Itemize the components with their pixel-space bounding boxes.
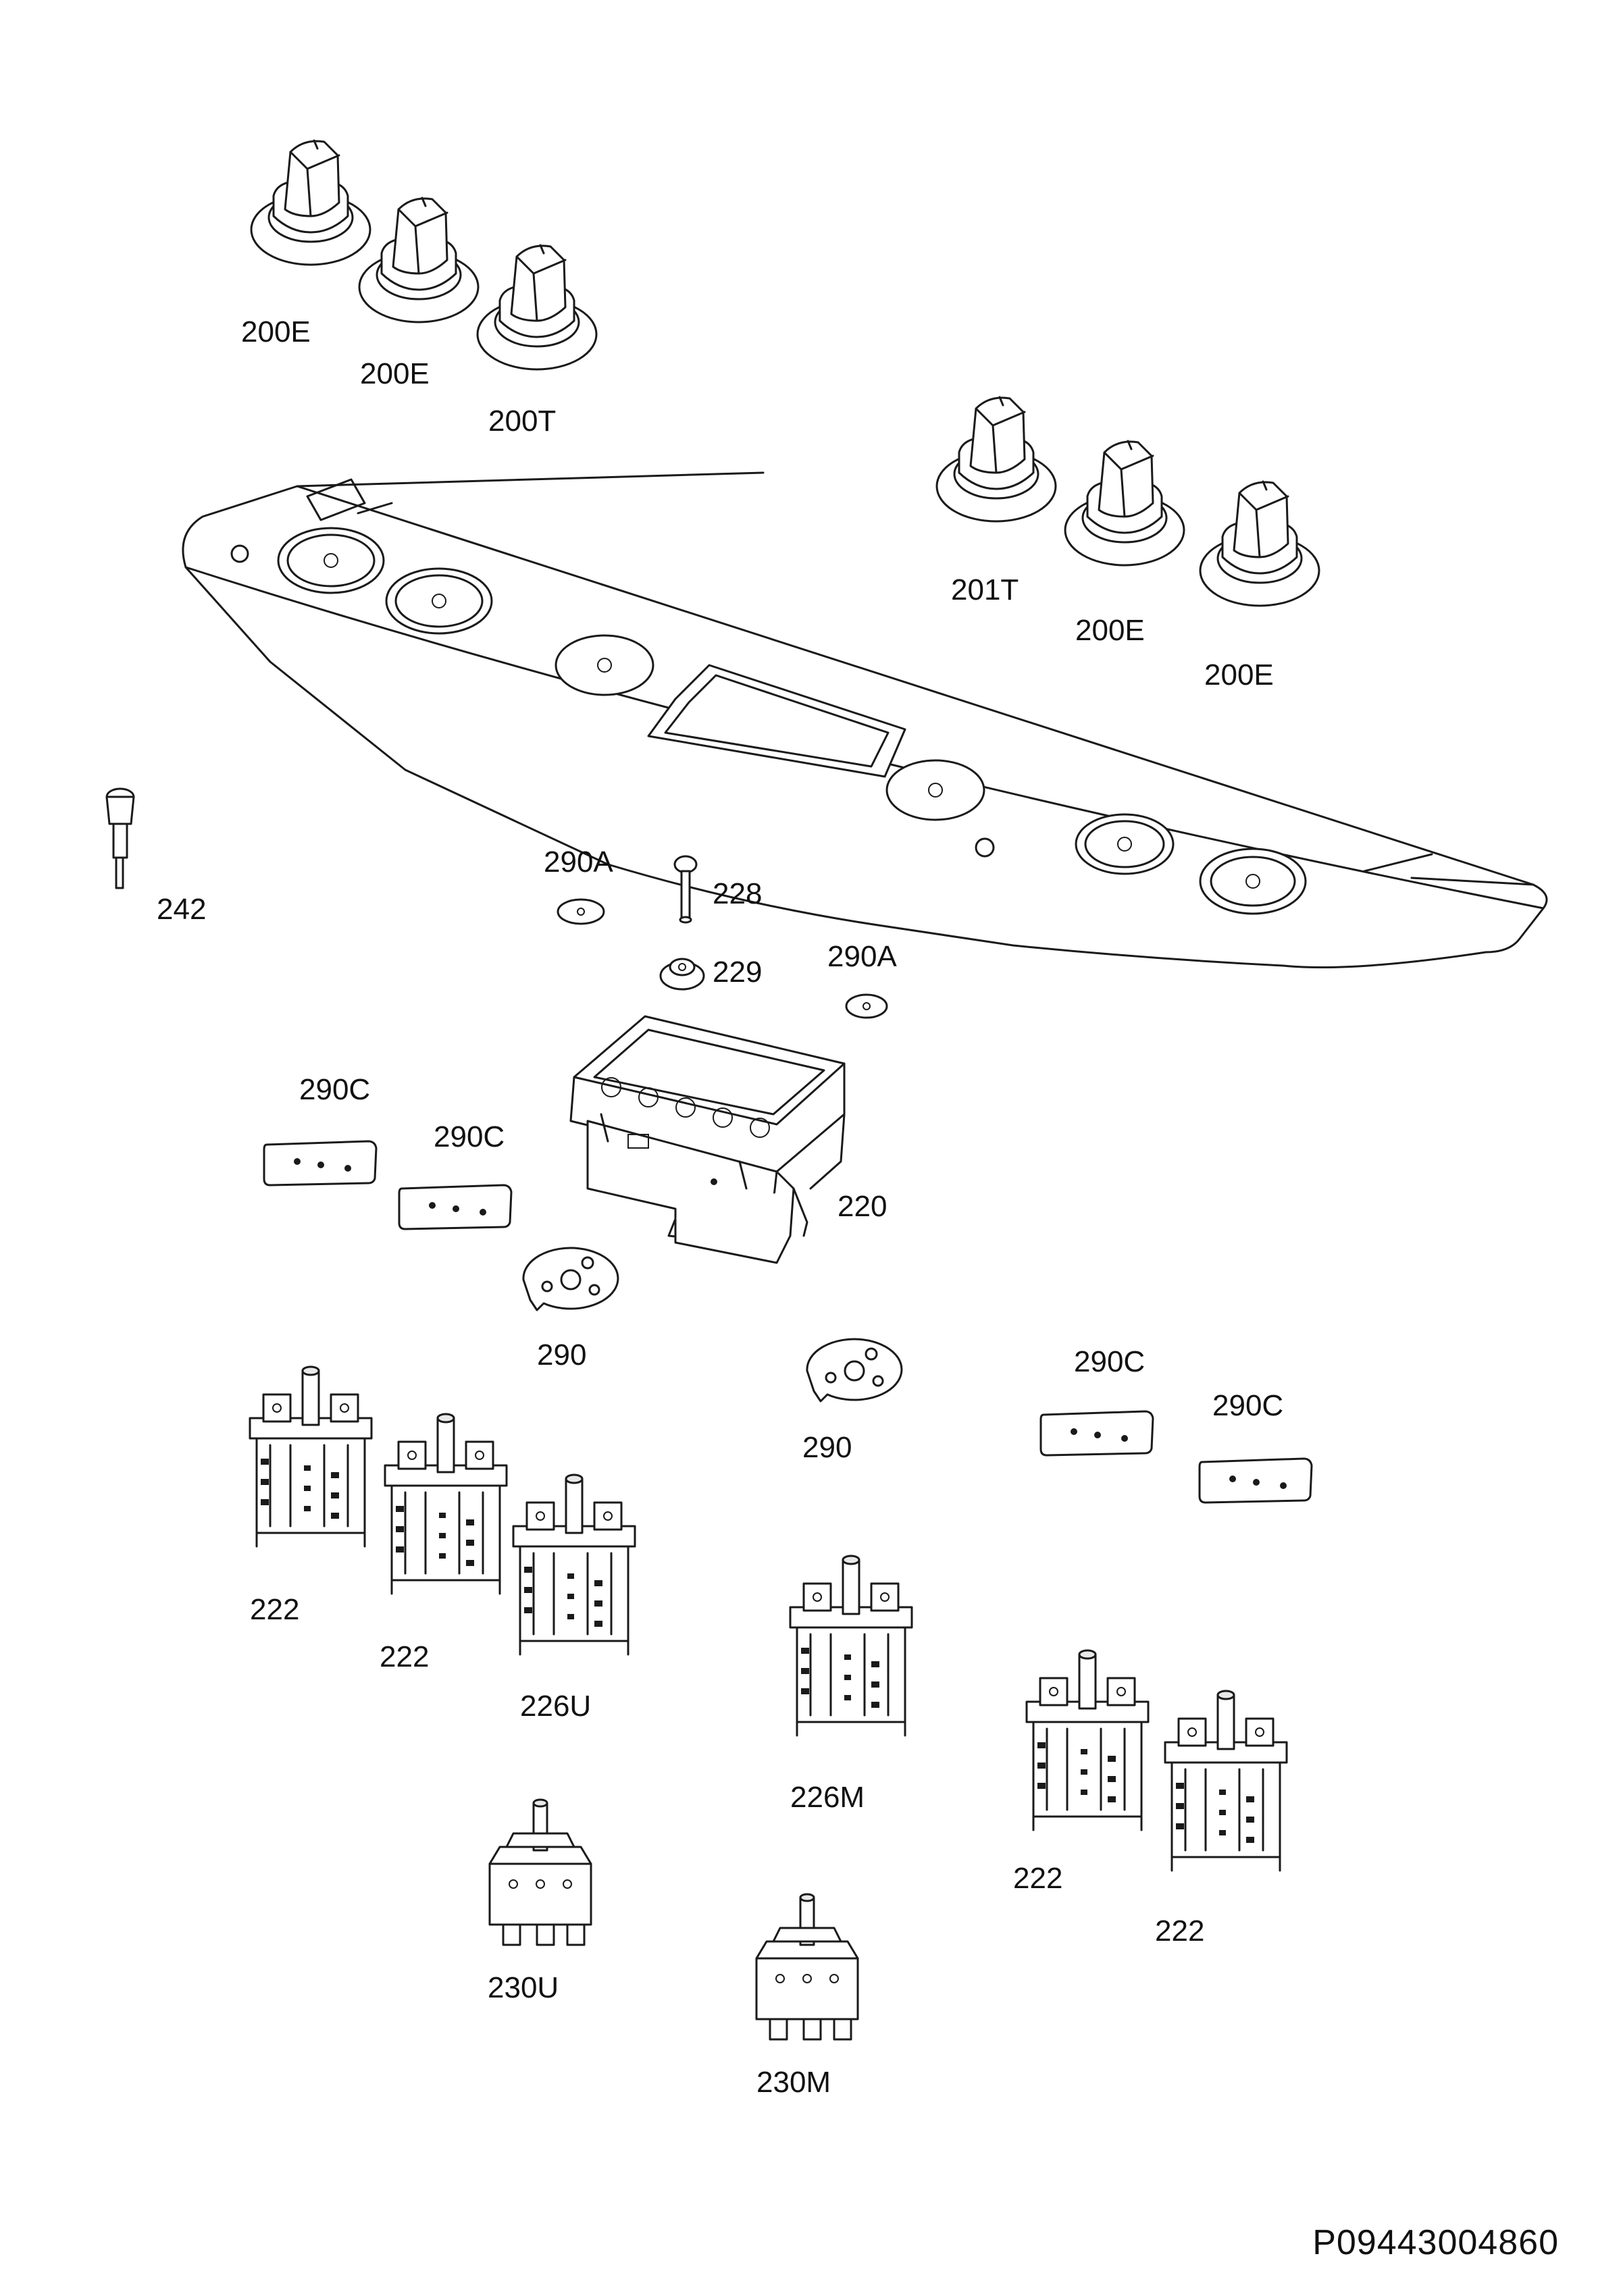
label-200e-1: 200E: [241, 315, 311, 348]
label-200e-2: 200E: [360, 357, 430, 390]
label-228: 228: [713, 877, 763, 910]
pin-228: [673, 855, 698, 924]
label-222-2: 222: [380, 1640, 430, 1673]
label-222-3: 222: [1013, 1862, 1063, 1895]
label-201t: 201T: [951, 573, 1019, 606]
label-222-4: 222: [1155, 1914, 1205, 1948]
switch-226u: [512, 1473, 636, 1656]
label-226u: 226U: [520, 1690, 592, 1723]
plate-290c-1: [263, 1140, 378, 1186]
label-200e-3: 200E: [1075, 614, 1145, 647]
label-290a-2: 290A: [827, 940, 897, 973]
switch-222-2: [384, 1413, 508, 1595]
washer-290a-2: [845, 993, 888, 1019]
label-290c-4: 290C: [1212, 1389, 1284, 1422]
thermostat-230m: [755, 1893, 859, 2041]
label-226m: 226M: [790, 1781, 865, 1814]
knob-200e-1: [250, 139, 371, 266]
knob-200e-3: [1064, 440, 1185, 567]
label-290a-1: 290A: [544, 845, 613, 879]
label-222-1: 222: [250, 1593, 300, 1626]
knob-201t: [935, 396, 1057, 523]
knob-200e-4: [1199, 480, 1320, 607]
indicator-lamp-242: [105, 787, 135, 889]
label-220: 220: [838, 1190, 887, 1223]
switch-222-3: [1025, 1649, 1150, 1831]
label-200t: 200T: [488, 405, 557, 438]
label-290c-3: 290C: [1074, 1345, 1146, 1378]
control-panel: [182, 471, 1548, 968]
washer-290a-1: [557, 898, 605, 925]
knob-200t: [476, 244, 598, 371]
switch-222-1: [249, 1365, 373, 1548]
switch-222-4: [1164, 1690, 1288, 1872]
plate-290c-2: [398, 1184, 513, 1230]
plate-290c-3: [1039, 1410, 1154, 1457]
label-230u: 230U: [488, 1971, 559, 2004]
disc-290-1: [522, 1247, 619, 1311]
label-242: 242: [157, 893, 207, 926]
switch-226m: [789, 1555, 913, 1737]
clock-module-220: [569, 1015, 846, 1264]
knob-200e-2: [358, 197, 480, 323]
plug-229: [659, 958, 705, 991]
label-290-2: 290: [802, 1431, 852, 1464]
label-229: 229: [713, 956, 763, 989]
disc-290-2: [806, 1338, 903, 1403]
label-290c-2: 290C: [434, 1120, 505, 1153]
thermostat-230u: [488, 1798, 592, 1946]
label-290c-1: 290C: [299, 1073, 371, 1106]
plate-290c-4: [1198, 1457, 1313, 1504]
label-200e-4: 200E: [1204, 658, 1274, 692]
label-230m: 230M: [756, 2066, 831, 2099]
document-number: P09443004860: [1312, 2223, 1559, 2262]
label-290-1: 290: [537, 1338, 587, 1372]
